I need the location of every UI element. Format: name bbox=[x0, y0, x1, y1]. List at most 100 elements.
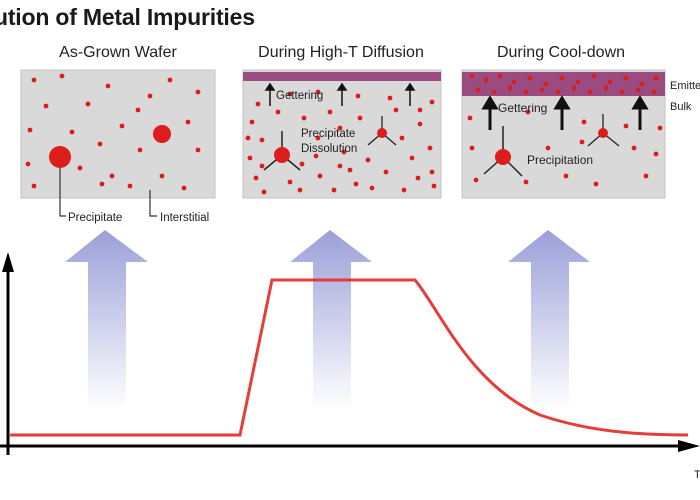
impurity-dot bbox=[563, 173, 569, 179]
interstitial-leader-line bbox=[149, 190, 157, 217]
impurity-dot bbox=[31, 183, 37, 189]
impurity-dot bbox=[247, 155, 253, 161]
up-arrow-high-t bbox=[290, 230, 372, 410]
label-interstitial: Interstitial bbox=[160, 212, 209, 224]
impurity-dot bbox=[399, 135, 405, 141]
impurity-dot bbox=[581, 119, 587, 125]
impurity-dot bbox=[603, 85, 609, 91]
impurity-dot bbox=[353, 181, 359, 187]
impurity-dot bbox=[185, 119, 191, 125]
impurity-dot bbox=[559, 75, 565, 81]
impurity-dot bbox=[483, 77, 489, 83]
impurity-dot bbox=[317, 173, 323, 179]
gettering-arrows-high-t bbox=[264, 82, 416, 106]
impurity-dot bbox=[417, 121, 423, 127]
impurity-dot bbox=[631, 145, 637, 151]
impurity-dot bbox=[401, 187, 407, 193]
impurity-dot bbox=[365, 157, 371, 163]
impurity-dot bbox=[523, 179, 529, 185]
x-axis-tick-fragment: T bbox=[694, 469, 700, 481]
dissolving-precipitate-large bbox=[274, 147, 290, 163]
impurity-dot bbox=[429, 99, 435, 105]
impurity-dot bbox=[571, 85, 577, 91]
impurity-dot bbox=[43, 103, 49, 109]
impurity-dot bbox=[167, 77, 173, 83]
impurity-dot bbox=[275, 109, 281, 115]
up-arrow-cool-down bbox=[508, 230, 590, 410]
label-bulk: Bulk bbox=[670, 101, 692, 113]
impurity-dot bbox=[653, 151, 659, 157]
impurity-dot bbox=[635, 87, 641, 93]
precipitate-leader-line bbox=[59, 168, 66, 217]
impurity-dot bbox=[409, 155, 415, 161]
impurity-dot bbox=[245, 135, 251, 141]
impurity-dot bbox=[593, 181, 599, 187]
impurity-dot bbox=[341, 149, 347, 155]
impurity-dot bbox=[467, 115, 473, 121]
gettering-arrows-cool-down bbox=[481, 95, 649, 130]
wafer-as-grown bbox=[20, 69, 216, 199]
impurity-dot bbox=[511, 79, 517, 85]
impurity-dot bbox=[315, 135, 321, 141]
label-precipitate-dissolution-2: Dissolution bbox=[301, 143, 357, 155]
impurity-dot bbox=[299, 161, 305, 167]
impurity-dot bbox=[575, 79, 581, 85]
impurity-dot bbox=[607, 79, 613, 85]
precipitate-large bbox=[49, 146, 71, 168]
impurity-dot bbox=[99, 181, 105, 187]
impurity-dot bbox=[127, 183, 133, 189]
label-precipitation: Precipitation bbox=[527, 153, 593, 167]
y-axis-arrowhead bbox=[2, 252, 14, 272]
impurity-dot bbox=[109, 173, 115, 179]
impurity-dot bbox=[181, 185, 187, 191]
impurity-dot bbox=[491, 89, 497, 95]
impurity-dot bbox=[137, 147, 143, 153]
impurity-dot bbox=[369, 185, 375, 191]
impurity-dot bbox=[255, 101, 261, 107]
impurity-dot bbox=[77, 165, 83, 171]
temperature-profile-line bbox=[10, 278, 689, 437]
impurity-dot bbox=[261, 189, 267, 195]
label-precipitate: Precipitate bbox=[68, 212, 122, 224]
impurity-dot bbox=[539, 87, 545, 93]
panel-title-high-t-diffusion: During High-T Diffusion bbox=[258, 44, 424, 61]
impurity-dot bbox=[97, 141, 103, 147]
impurity-dot bbox=[525, 109, 531, 115]
impurity-dot bbox=[475, 87, 481, 93]
impurity-dot bbox=[415, 175, 421, 181]
impurity-dot bbox=[195, 147, 201, 153]
impurity-dot bbox=[135, 107, 141, 113]
label-gettering-cool-down: Gettering bbox=[498, 101, 547, 115]
impurity-dot bbox=[431, 183, 437, 189]
impurity-dot bbox=[287, 179, 293, 185]
impurity-dot bbox=[301, 115, 307, 121]
impurity-dot bbox=[623, 75, 629, 81]
precipitate-growing-large bbox=[495, 149, 511, 165]
impurity-dot bbox=[347, 167, 353, 173]
impurity-dot bbox=[643, 173, 649, 179]
impurity-dot bbox=[507, 85, 513, 91]
label-gettering-high-t: Gettering bbox=[276, 90, 323, 102]
precipitate-growing-small bbox=[598, 128, 608, 138]
impurity-dot bbox=[497, 73, 503, 79]
impurity-dot bbox=[85, 101, 91, 107]
impurity-dot bbox=[327, 109, 333, 115]
impurity-dot bbox=[331, 187, 337, 193]
impurity-dot bbox=[619, 89, 625, 95]
impurity-dot bbox=[383, 169, 389, 175]
impurity-dot bbox=[249, 119, 255, 125]
impurity-dot bbox=[159, 173, 165, 179]
impurity-dot bbox=[287, 91, 293, 97]
impurity-dot bbox=[417, 107, 423, 113]
precipitate-medium bbox=[153, 125, 171, 143]
panel-title-cool-down: During Cool-down bbox=[496, 44, 626, 61]
impurity-dot bbox=[147, 93, 153, 99]
impurity-dot bbox=[473, 177, 479, 183]
impurity-dot bbox=[555, 89, 561, 95]
impurity-dot bbox=[31, 77, 37, 83]
impurity-dot bbox=[27, 127, 33, 133]
impurity-dot bbox=[543, 81, 549, 87]
diagram-title: ution of Metal Impurities bbox=[0, 4, 255, 30]
impurity-dot bbox=[357, 115, 363, 121]
